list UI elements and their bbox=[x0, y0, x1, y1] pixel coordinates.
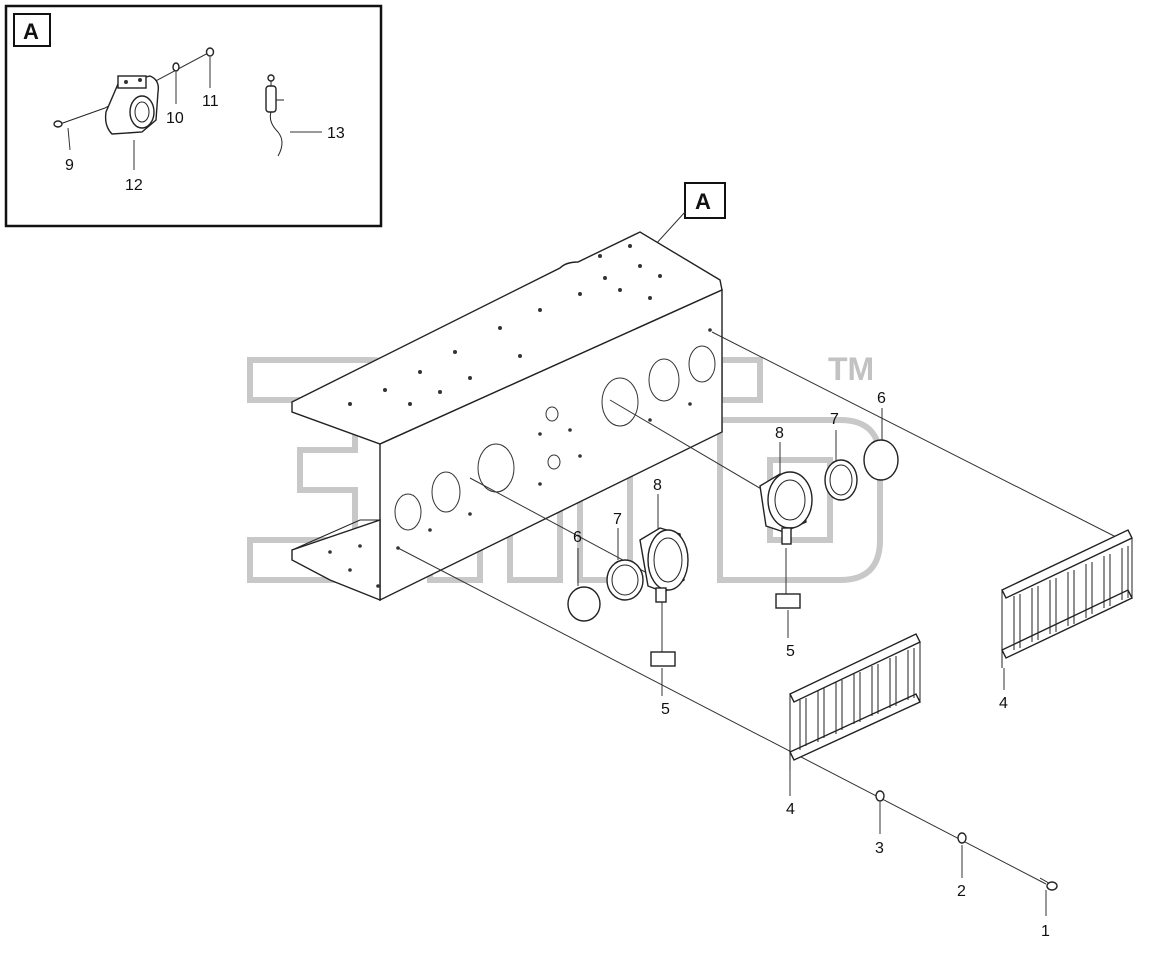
nut-11-icon bbox=[205, 47, 215, 57]
pad-5-left-icon bbox=[650, 651, 676, 667]
trademark-mark: TM bbox=[828, 351, 874, 387]
label-10: 10 bbox=[166, 110, 184, 127]
label-9: 9 bbox=[65, 157, 74, 174]
lens-6-left-icon bbox=[567, 586, 601, 622]
bolt-1-icon bbox=[1039, 877, 1058, 891]
label-6-left: 6 bbox=[573, 529, 582, 546]
label-4-right: 4 bbox=[999, 695, 1008, 712]
bolt-9-icon bbox=[53, 107, 106, 128]
label-12: 12 bbox=[125, 177, 143, 194]
guard-grille-right bbox=[1001, 529, 1133, 668]
lamp-assembly-right bbox=[759, 439, 899, 609]
sensor-13-icon bbox=[265, 74, 284, 157]
label-13: 13 bbox=[327, 125, 345, 142]
work-lamp-8-right-icon bbox=[759, 471, 813, 545]
callout-a: A bbox=[654, 182, 726, 246]
nut-3-icon bbox=[875, 790, 885, 802]
inset-frame bbox=[4, 4, 383, 228]
label-8-left: 8 bbox=[653, 477, 662, 494]
label-7-right: 7 bbox=[830, 411, 839, 428]
lamp-assembly-left bbox=[567, 527, 689, 667]
label-2: 2 bbox=[957, 883, 966, 900]
label-8-right: 8 bbox=[775, 425, 784, 442]
washer-10-icon bbox=[172, 62, 180, 72]
part-labels: 1 2 3 4 4 5 5 6 6 7 7 8 8 bbox=[573, 390, 1050, 940]
label-11: 11 bbox=[202, 93, 219, 110]
label-1: 1 bbox=[1041, 923, 1050, 940]
washer-2-icon bbox=[957, 832, 967, 844]
label-7-left: 7 bbox=[613, 511, 622, 528]
inset-letter: A bbox=[23, 19, 39, 44]
pad-5-right-icon bbox=[775, 593, 801, 609]
leader-lines bbox=[397, 331, 1119, 885]
label-3: 3 bbox=[875, 840, 884, 857]
work-lamp-8-left-icon bbox=[639, 527, 689, 603]
guard-grille-left bbox=[789, 633, 921, 770]
inset-detail-a: A 9 1 bbox=[4, 4, 383, 228]
lens-6-right-icon bbox=[863, 439, 899, 481]
ring-7-left-icon bbox=[606, 559, 644, 601]
callout-letter-box bbox=[684, 182, 726, 219]
label-5-right: 5 bbox=[786, 643, 795, 660]
main-frame bbox=[291, 231, 723, 602]
label-5-left: 5 bbox=[661, 701, 670, 718]
mount-bracket-12-icon bbox=[104, 75, 160, 135]
inset-letter-box bbox=[13, 13, 51, 47]
label-6-right: 6 bbox=[877, 390, 886, 407]
label-4-left: 4 bbox=[786, 801, 795, 818]
callout-letter: A bbox=[695, 189, 711, 214]
